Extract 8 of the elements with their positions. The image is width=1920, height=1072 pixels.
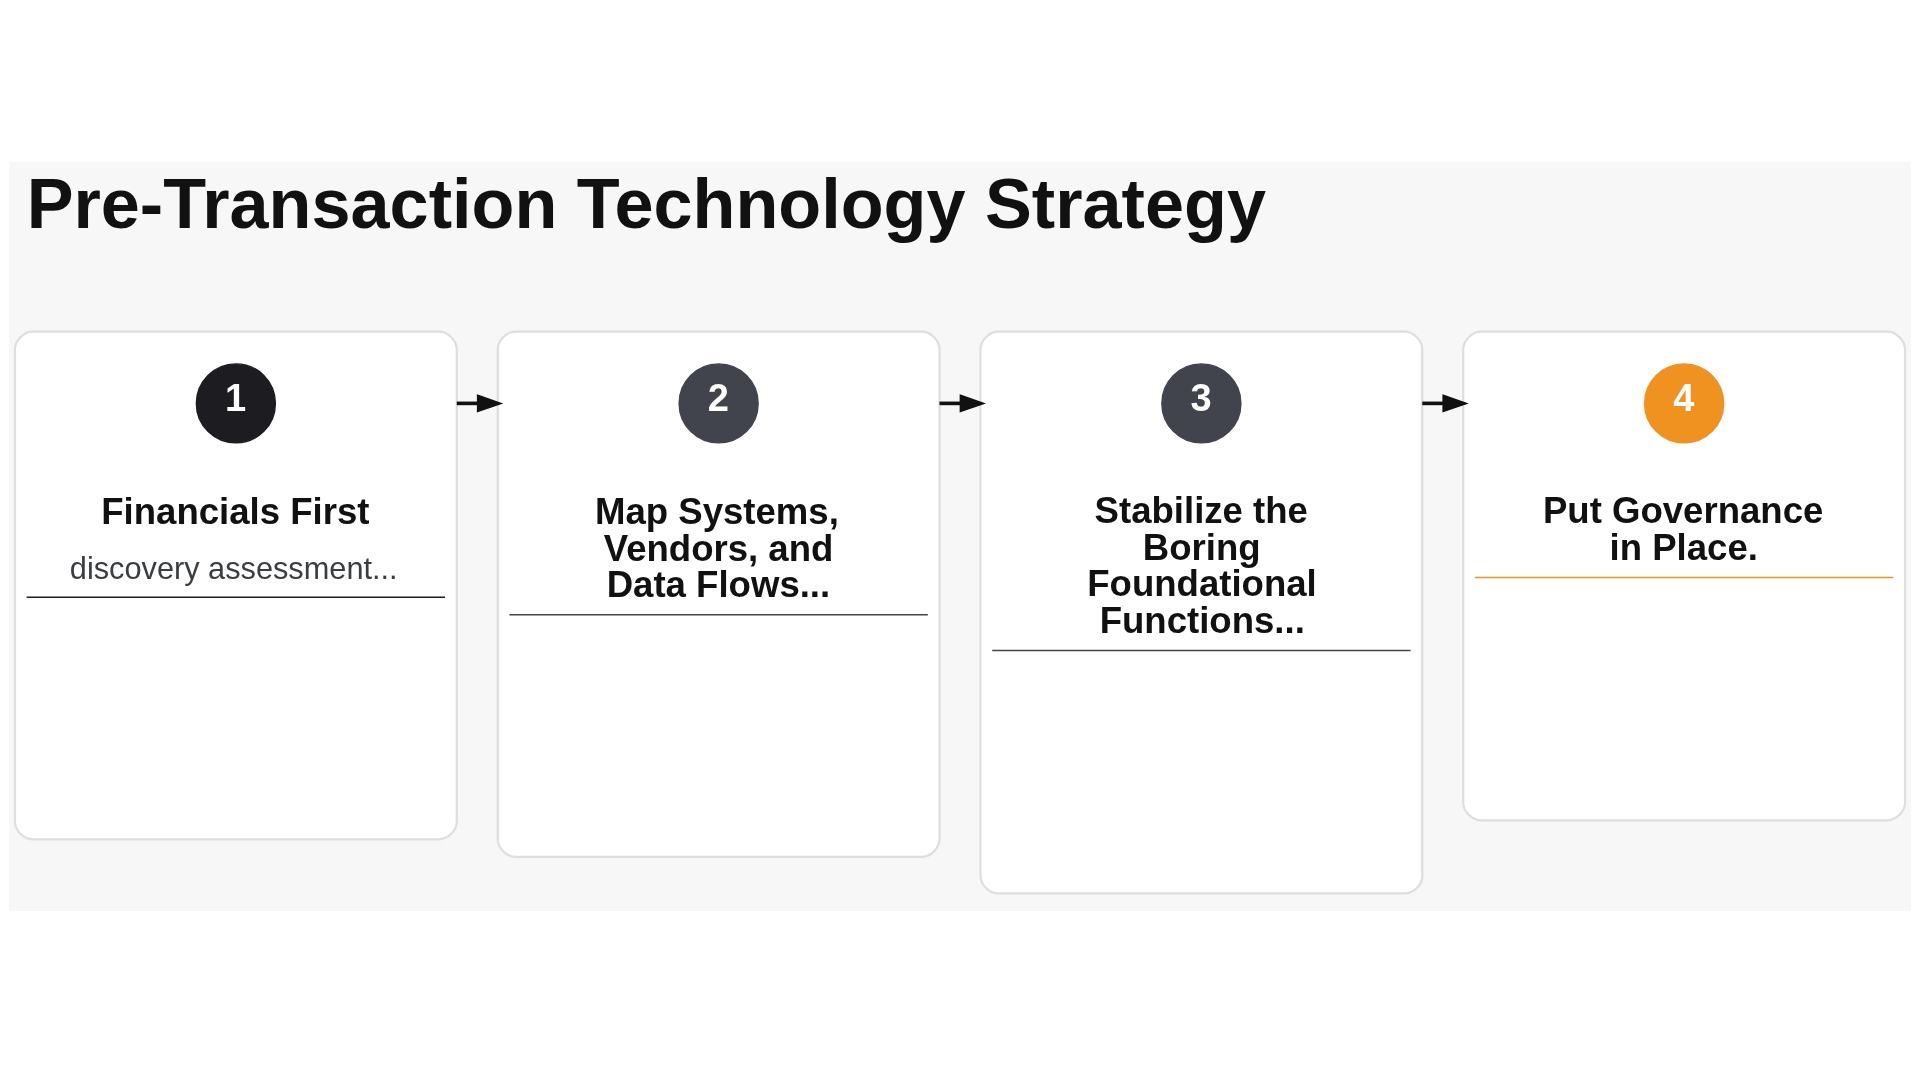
node-circle: 4 <box>1643 362 1725 444</box>
arrow <box>456 393 504 413</box>
node-circle: 1 <box>195 362 277 444</box>
node-circle: 2 <box>678 362 759 444</box>
arrow <box>939 393 987 413</box>
arrow <box>1422 393 1469 413</box>
node-circle: 3 <box>1161 362 1242 444</box>
diagram-title: Pre-Transaction Technology Strategy <box>26 163 1266 243</box>
